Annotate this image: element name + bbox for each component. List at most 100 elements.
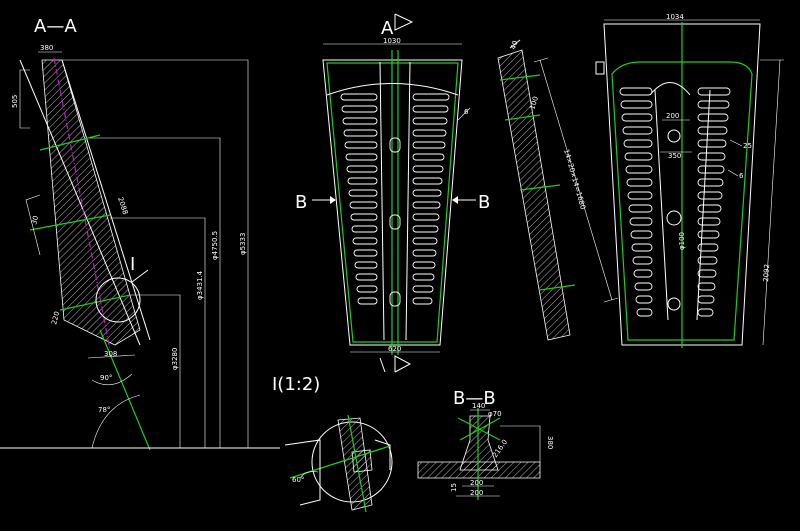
- angle-arc-1: [91, 373, 133, 386]
- detail-i-angle-arc: [299, 471, 319, 479]
- side-view: 14×20×14=1680 40 100: [497, 39, 619, 341]
- section-bb-title: B—B: [453, 388, 496, 409]
- back-slots-left: [619, 87, 653, 317]
- bolt-line-1: [39, 134, 101, 151]
- arrow-a-top: [394, 13, 414, 31]
- back-outline: [603, 23, 761, 346]
- angle-arc-2: [91, 394, 141, 449]
- dim-d2-line: [110, 217, 206, 448]
- dim-aa-left: 505: [11, 95, 19, 108]
- back-dim-side1: 25: [743, 142, 752, 150]
- front-slots-right: [412, 93, 450, 305]
- side-view-plate: [497, 49, 571, 341]
- side-green-2: [504, 114, 541, 121]
- dim-d1-line: [130, 294, 181, 448]
- back-dim-len-line: [762, 59, 781, 346]
- section-bb-dim-mid2: 200: [470, 489, 483, 497]
- dim-aa-top: 380: [40, 44, 53, 52]
- back-rib-left: [654, 89, 669, 321]
- detail-i-mark: I: [130, 254, 135, 275]
- arrow-b-right-label: B: [478, 192, 490, 213]
- detail-i-right-edge: [374, 439, 391, 470]
- section-bb-dim-d: φ70: [488, 410, 502, 418]
- side-view-tick: [509, 39, 521, 49]
- front-top-curve: [326, 83, 459, 96]
- arrow-a-bottom-mark: [379, 357, 386, 373]
- front-inner-outline: [326, 62, 459, 343]
- section-bb-base: [417, 461, 541, 479]
- arrow-b-left-head: [330, 196, 336, 204]
- section-bb-dim-slope: 216.0: [491, 438, 509, 459]
- front-bolt-hole-1: [389, 137, 401, 153]
- dim-aa-mid: 2088: [116, 196, 129, 215]
- dim-left-line: [19, 69, 30, 129]
- dim-d2: φ3431.4: [196, 270, 204, 300]
- back-dim-top: 1034: [666, 13, 684, 21]
- dim-aa-bolt: 30: [30, 215, 40, 226]
- back-slots-right: [697, 87, 731, 317]
- front-side-leader: [457, 107, 471, 121]
- front-outline: [322, 59, 463, 346]
- side-green-3: [519, 184, 561, 191]
- detail-i-axis: [289, 445, 391, 479]
- section-aa-plate: [41, 59, 141, 346]
- front-dim-side: 6: [464, 108, 469, 116]
- side-green-1: [499, 74, 541, 81]
- section-aa-edge: [61, 59, 151, 341]
- bolt-line-3: [59, 294, 131, 311]
- section-bb-dim-top: 140: [472, 402, 485, 410]
- back-bolt-hole-1: [667, 129, 681, 143]
- section-bb-view: B—B 380 140 φ70 216.0 200 200 15: [417, 388, 554, 500]
- side-dim-long: 14×20×14=1680: [562, 148, 587, 210]
- front-dim-top: 1030: [383, 37, 401, 45]
- back-dim-mid2: 350: [668, 152, 681, 160]
- bolt-line-2: [29, 214, 111, 231]
- side-green-4: [539, 284, 576, 291]
- detail-i-wedge: [284, 439, 321, 506]
- detail-i-view: I(1:2) 60°: [272, 374, 393, 513]
- dim-aa-gap: 220: [50, 311, 61, 326]
- back-dim-side2: 6: [739, 172, 744, 180]
- detail-i-circle: [95, 277, 141, 323]
- side-dim-long-line: [539, 59, 613, 301]
- detail-i-axis-2: [347, 414, 367, 513]
- dim-d4-line: [62, 59, 249, 448]
- side-dim-2: 100: [528, 95, 540, 110]
- detail-i-ang: 60°: [292, 476, 304, 484]
- back-view: 1034: [595, 13, 784, 348]
- dim-d3-line: [90, 137, 221, 448]
- dim-aa-bottom: 308: [104, 350, 117, 358]
- arrow-b-left-label: B: [295, 192, 307, 213]
- back-bolt-hole-2: [666, 210, 682, 226]
- section-bb-axis-2: [459, 417, 501, 441]
- dim-d3: φ4750.5: [211, 231, 219, 260]
- section-bb-dim-small: 15: [450, 483, 458, 492]
- arrow-a-bottom: [394, 355, 412, 373]
- section-bb-dim-h-line: [500, 425, 541, 462]
- dim-d4: φ5333: [239, 233, 247, 255]
- section-aa-axis: [99, 329, 151, 451]
- section-bb-dim-h: 380: [546, 436, 554, 449]
- dim-aa-ang2: 78°: [98, 406, 110, 414]
- front-rib-right: [405, 61, 411, 341]
- detail-i-leader: [131, 269, 149, 283]
- dim-aa-ang1: 90°: [100, 374, 112, 382]
- arrow-a-top-label: A: [381, 18, 394, 39]
- front-dim-bottom: 620: [388, 345, 401, 353]
- front-rib-left: [379, 61, 385, 341]
- front-view: A 1030: [295, 13, 490, 373]
- back-tab: [595, 61, 605, 75]
- front-bolt-hole-2: [389, 214, 401, 230]
- back-dim-mid1: 200: [666, 112, 679, 120]
- back-side-leader-1: [729, 139, 743, 147]
- back-side-leader-2: [727, 169, 739, 177]
- back-inner-outline: [611, 61, 753, 341]
- dim-bolt-line: [25, 194, 41, 256]
- side-dim-tick-1: [533, 57, 549, 63]
- section-bb-dim-mid1: 200: [470, 479, 483, 487]
- side-dim-1: 40: [509, 40, 519, 51]
- side-dim-tick-2: [603, 297, 619, 303]
- dim-bottom-line: [87, 354, 136, 359]
- back-bolt-hole-3: [667, 297, 681, 311]
